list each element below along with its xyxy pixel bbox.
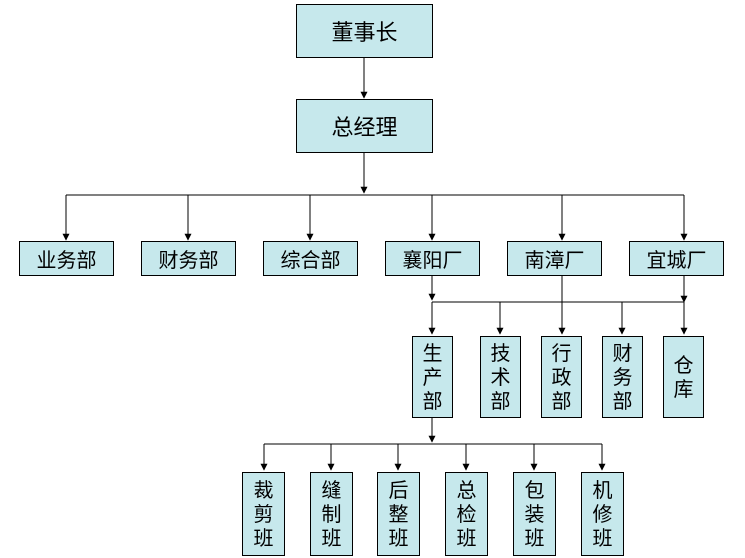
node-dept-business: 业务部 xyxy=(19,241,114,276)
vertical-label: 缝制班 xyxy=(321,478,342,550)
vertical-label: 总检班 xyxy=(456,478,477,550)
node-general-manager: 总经理 xyxy=(296,99,433,153)
node-team-sewing: 缝制班 xyxy=(310,472,353,556)
node-dept-finance: 财务部 xyxy=(141,241,236,276)
node-factory-xiangyang: 襄阳厂 xyxy=(385,241,480,276)
node-unit-warehouse: 仓库 xyxy=(663,336,704,418)
node-chairman-label: 董事长 xyxy=(331,21,398,46)
node-unit-finance: 财务部 xyxy=(602,336,643,418)
vertical-label: 行政部 xyxy=(551,341,572,413)
vertical-label: 财务部 xyxy=(612,341,633,413)
node-unit-technology: 技术部 xyxy=(480,336,521,418)
node-team-maintenance: 机修班 xyxy=(581,472,624,556)
node-general-manager-label: 总经理 xyxy=(331,116,398,141)
node-dept-general: 综合部 xyxy=(263,241,358,276)
vertical-label: 裁剪班 xyxy=(253,478,274,550)
node-team-cutting: 裁剪班 xyxy=(242,472,285,556)
vertical-label: 仓库 xyxy=(673,353,694,401)
node-team-inspection: 总检班 xyxy=(445,472,488,556)
node-factory-yicheng: 宜城厂 xyxy=(629,241,724,276)
vertical-label: 包装班 xyxy=(524,478,545,550)
vertical-label: 机修班 xyxy=(592,478,613,550)
node-unit-production: 生产部 xyxy=(412,336,453,418)
node-team-packaging: 包装班 xyxy=(513,472,556,556)
node-factory-nanzhang: 南漳厂 xyxy=(507,241,602,276)
node-chairman: 董事长 xyxy=(296,4,433,58)
node-unit-administration: 行政部 xyxy=(541,336,582,418)
vertical-label: 技术部 xyxy=(490,341,511,413)
vertical-label: 后整班 xyxy=(388,478,409,550)
vertical-label: 生产部 xyxy=(422,341,443,413)
node-team-finishing: 后整班 xyxy=(377,472,420,556)
